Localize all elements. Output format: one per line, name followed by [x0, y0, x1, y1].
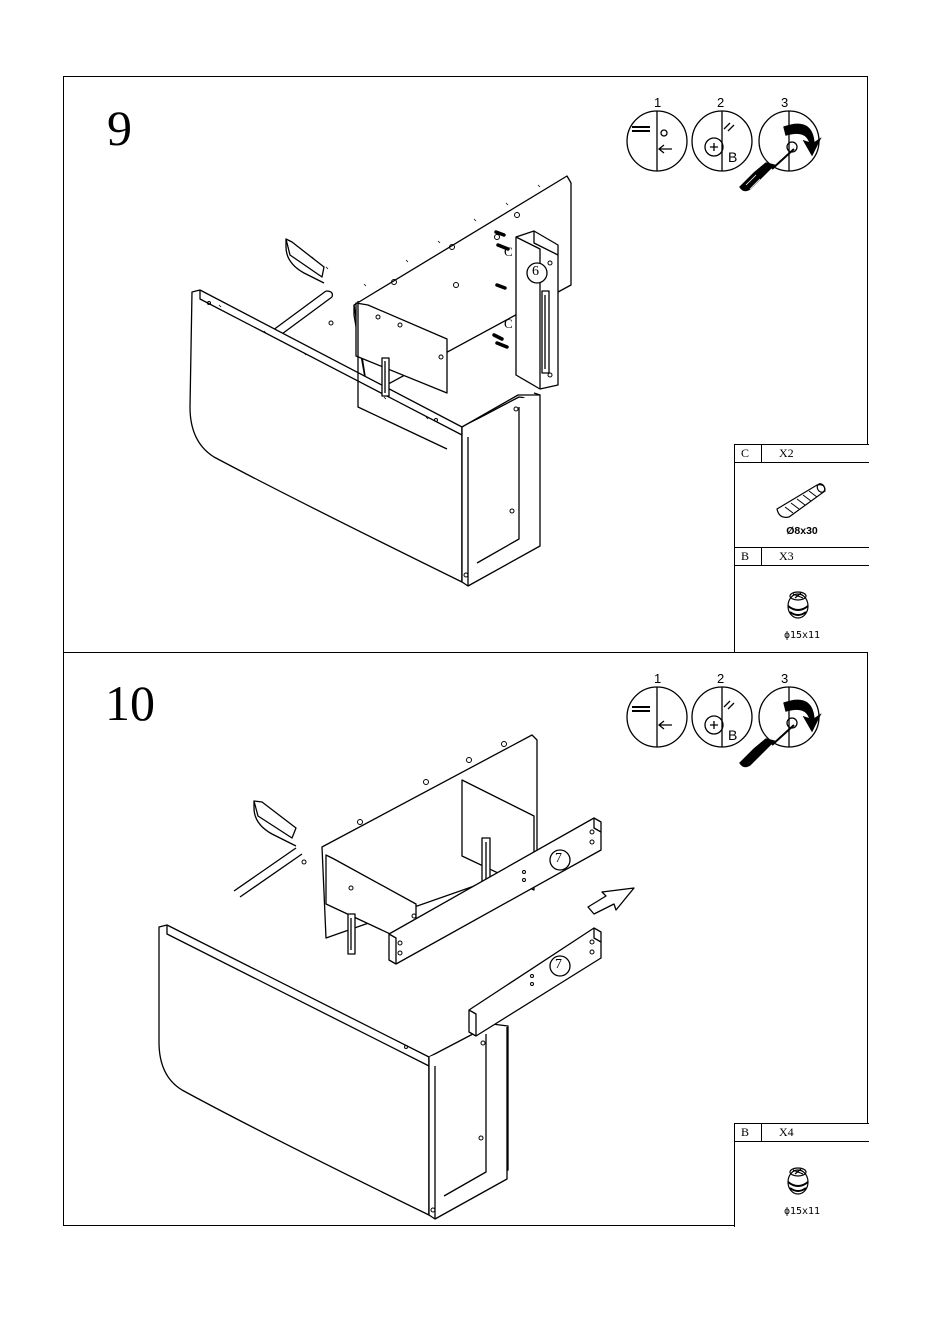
part-b-code: B — [741, 1125, 749, 1140]
dowel-c-label-bottom: C — [504, 316, 513, 332]
part-7-label-top: 7 — [555, 851, 562, 867]
inset-cam-b-label: B — [728, 149, 737, 165]
part-6-label: 6 — [532, 264, 539, 280]
step-10-cam-lock-instructions: 1 2 3 B — [624, 669, 834, 779]
step-10-parts-list: B X4 ϕ15x11 — [734, 1123, 869, 1227]
part-c-header: C X2 — [735, 445, 869, 463]
inset-step-2: 2 — [717, 671, 724, 686]
part-c-size: Ø8x30 — [735, 525, 869, 537]
part-b-header: B X3 — [735, 548, 869, 566]
inset-step-2: 2 — [717, 95, 724, 110]
part-b-qty: X4 — [779, 1125, 794, 1140]
part-c-body: Ø8x30 — [735, 463, 869, 548]
inset-step-3: 3 — [781, 95, 788, 110]
inset-step-1: 1 — [654, 671, 661, 686]
part-c-code: C — [741, 446, 749, 461]
part-b-code: B — [741, 549, 749, 564]
inset-step-3: 3 — [781, 671, 788, 686]
instruction-frame: 9 — [63, 76, 868, 1226]
step-9-cam-lock-instructions: 1 2 3 B — [624, 93, 834, 203]
part-b-body: ϕ15x11 — [735, 566, 869, 650]
part-7-label-bottom: 7 — [555, 957, 562, 973]
part-b-header: B X4 — [735, 1124, 869, 1142]
part-c-qty: X2 — [779, 446, 794, 461]
part-b-qty: X3 — [779, 549, 794, 564]
inset-cam-b-label: B — [728, 727, 737, 743]
part-b-size: ϕ15x11 — [735, 1206, 869, 1217]
step-9-parts-list: C X2 Ø8x30 B X3 ϕ15x11 — [734, 444, 869, 652]
inset-step-1: 1 — [654, 95, 661, 110]
part-b-size: ϕ15x11 — [735, 630, 869, 641]
dowel-c-label-top: C — [504, 244, 513, 260]
part-b-body: ϕ15x11 — [735, 1142, 869, 1226]
